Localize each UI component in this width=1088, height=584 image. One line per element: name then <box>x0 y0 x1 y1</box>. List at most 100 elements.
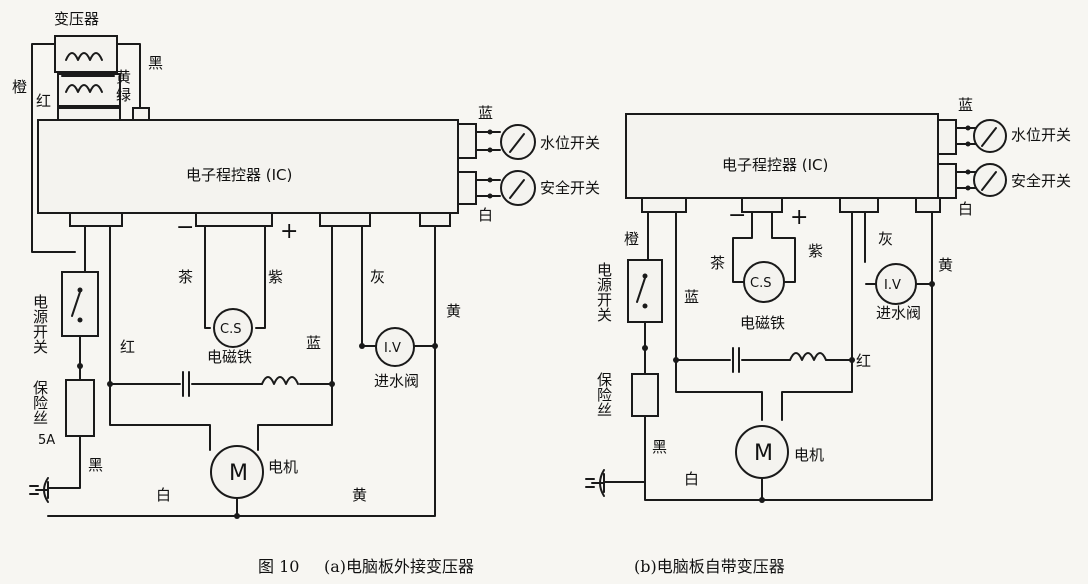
connector-top-1 <box>57 107 121 121</box>
wire-yellow <box>47 225 436 517</box>
r-label-black: 黑 <box>652 438 667 456</box>
connector-right-2 <box>457 171 477 205</box>
label-iv: I.V <box>384 341 401 356</box>
r-label-motor: 电机 <box>794 446 824 464</box>
label-water-switch: 水位开关 <box>540 134 600 152</box>
r-label-blue-top: 蓝 <box>958 96 973 114</box>
right-connector-bottom-2 <box>741 197 783 213</box>
r-label-purple: 紫 <box>808 242 823 260</box>
label-fuse-rating: 5A <box>38 433 55 448</box>
right-plug-icon <box>585 469 605 497</box>
label-blue-mid: 蓝 <box>306 334 321 352</box>
right-fuse-icon <box>631 373 659 417</box>
label-motor-m: M <box>229 461 248 486</box>
right-wire-red <box>781 211 853 421</box>
label-yellow-bottom: 黄 <box>352 486 367 504</box>
r-label-power-switch: 电源开关 <box>595 262 613 322</box>
transformer-coil-top <box>65 52 103 61</box>
label-black-bottom: 黑 <box>88 456 103 474</box>
caption-a: (a)电脑板外接变压器 <box>324 557 474 576</box>
label-valve: 进水阀 <box>374 372 419 390</box>
label-magnet: 电磁铁 <box>207 348 252 366</box>
label-gray: 灰 <box>370 268 385 286</box>
right-wire-yellow <box>644 211 933 501</box>
label-red-top: 红 <box>36 92 51 110</box>
label-controller: 电子程控器 (IC) <box>186 166 292 184</box>
wire-blue-mid <box>257 225 333 451</box>
r-label-white-top: 白 <box>958 200 973 218</box>
r-label-blue-mid: 蓝 <box>684 288 699 306</box>
right-capacitor-icon <box>732 347 740 373</box>
right-connector-bottom-4 <box>915 197 941 213</box>
left-power-switch-icon <box>61 271 99 337</box>
r-label-fuse: 保险丝 <box>595 372 613 417</box>
label-black-top: 黑 <box>148 54 163 72</box>
connector-top-2 <box>132 107 150 121</box>
label-safety-switch: 安全开关 <box>540 179 600 197</box>
left-fuse-icon <box>65 379 95 437</box>
left-transformer <box>54 35 121 107</box>
connector-bottom-3 <box>319 212 371 227</box>
right-inductor-icon <box>789 352 827 361</box>
right-wire-blue <box>675 211 763 421</box>
right-connector-right-2 <box>937 163 957 199</box>
wire-brown <box>204 225 211 329</box>
connector-bottom-1 <box>69 212 123 227</box>
right-controller-box <box>625 113 939 199</box>
left-inductor-icon <box>261 376 299 385</box>
label-white-top: 白 <box>478 206 493 224</box>
label-cs: C.S <box>220 322 241 337</box>
label-fuse: 保险丝 <box>31 380 49 425</box>
diagram-a <box>29 35 536 519</box>
left-cs-magnet-icon <box>213 308 253 348</box>
diagram-b <box>585 113 1007 503</box>
r-label-safety-switch: 安全开关 <box>1011 172 1071 190</box>
r-label-water-switch: 水位开关 <box>1011 126 1071 144</box>
label-blue-top: 蓝 <box>478 104 493 122</box>
label-plus: + <box>280 219 298 244</box>
label-power-switch: 电源开关 <box>31 294 49 354</box>
r-label-iv: I.V <box>884 278 901 293</box>
connector-bottom-2 <box>195 212 273 227</box>
wire-orange-left <box>31 43 76 253</box>
right-connector-bottom-3 <box>839 197 879 213</box>
wire-purple <box>255 225 266 329</box>
label-brown: 茶 <box>178 268 193 286</box>
r-label-controller: 电子程控器 (IC) <box>722 156 828 174</box>
r-label-brown: 茶 <box>710 254 725 272</box>
label-yellow-right: 黄 <box>446 302 461 320</box>
right-connector-bottom-1 <box>641 197 687 213</box>
r-label-orange: 橙 <box>624 230 639 248</box>
r-label-cs: C.S <box>750 276 771 291</box>
right-wire-brown <box>732 211 753 283</box>
r-label-gray: 灰 <box>878 230 893 248</box>
caption-b: (b)电脑板自带变压器 <box>634 557 785 576</box>
right-cs-magnet-icon <box>743 261 785 303</box>
label-minus: − <box>176 215 194 240</box>
label-white-bottom: 白 <box>156 486 171 504</box>
r-label-minus: − <box>728 203 746 228</box>
label-purple: 紫 <box>268 268 283 286</box>
label-yellow: 黄 <box>116 68 131 86</box>
right-connector-right-1 <box>937 119 957 155</box>
label-motor: 电机 <box>268 458 298 476</box>
wire-black-top <box>116 43 141 109</box>
r-label-white-bottom: 白 <box>684 470 699 488</box>
connector-right-1 <box>457 123 477 159</box>
label-transformer: 变压器 <box>54 10 99 28</box>
caption-figure: 图 10 <box>258 557 299 576</box>
r-label-motor-m: M <box>754 441 773 466</box>
transformer-coil-bottom <box>65 84 103 93</box>
connector-bottom-4 <box>419 212 451 227</box>
label-green: 绿 <box>116 86 131 104</box>
label-orange: 橙 <box>12 78 27 96</box>
r-label-valve: 进水阀 <box>876 304 921 322</box>
left-controller-box <box>37 119 459 214</box>
right-wire-purple <box>771 211 796 283</box>
r-label-yellow: 黄 <box>938 256 953 274</box>
label-red-mid: 红 <box>120 338 135 356</box>
r-label-red-mid: 红 <box>856 352 871 370</box>
wire-red <box>109 225 211 451</box>
